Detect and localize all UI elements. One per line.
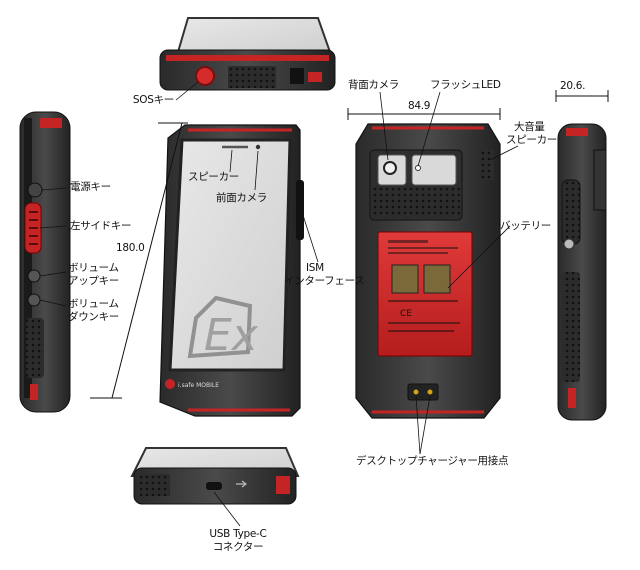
desktop-charger-contacts-label: デスクトップチャージャー用接点 bbox=[356, 455, 509, 467]
volume-down-key-label-line1: ボリューム bbox=[68, 298, 119, 310]
left-side-key-label: 左サイドキー bbox=[70, 220, 132, 232]
sos-key-label: SOSキー bbox=[132, 94, 174, 106]
right-side-phone bbox=[557, 123, 607, 421]
volume-up-key-label-line1: ボリューム bbox=[68, 262, 119, 274]
top-view-phone bbox=[159, 17, 336, 91]
speaker-label: スピーカー bbox=[188, 171, 239, 183]
depth-dimension-label: 20.6. bbox=[560, 80, 586, 92]
bottom-phone bbox=[130, 447, 300, 505]
ce-mark: CE bbox=[400, 309, 412, 319]
rear-camera-label: 背面カメラ bbox=[348, 79, 399, 91]
battery-label: バッテリー bbox=[500, 220, 551, 232]
volume-up-key-label-line2: アップキー bbox=[68, 275, 119, 287]
left-side-phone bbox=[19, 111, 71, 413]
usb-port-shape bbox=[206, 482, 222, 490]
loud-speaker-label-line2: スピーカー bbox=[506, 134, 557, 146]
brand-front: i.safe MOBILE bbox=[178, 382, 219, 389]
width-dimension-label: 84.9 bbox=[408, 100, 431, 112]
front-camera-label: 前面カメラ bbox=[216, 192, 267, 204]
leader-lines bbox=[39, 81, 519, 527]
usb-type-c-label-line1: USB Type-C bbox=[209, 528, 267, 540]
ism-interface-label-line1: ISM bbox=[306, 262, 324, 274]
usb-type-c-label-line2: コネクター bbox=[212, 541, 264, 553]
ism-interface-label-line2: インターフェース bbox=[284, 275, 365, 287]
loud-speaker-label-line1: 大音量 bbox=[514, 121, 545, 133]
ex-symbol: Ex bbox=[204, 310, 259, 361]
sos-key-shape bbox=[195, 66, 215, 86]
power-key-label: 電源キー bbox=[70, 181, 111, 193]
front-phone: Ex i.safe MOBILE bbox=[159, 124, 304, 417]
volume-down-key-label-line2: ダウンキー bbox=[68, 311, 119, 323]
height-dimension-label: 180.0 bbox=[116, 242, 145, 254]
back-phone: CE bbox=[355, 123, 501, 419]
flash-led-label: フラッシュLED bbox=[430, 79, 501, 91]
dimension-lines bbox=[90, 90, 609, 399]
battery-shape bbox=[377, 231, 473, 357]
